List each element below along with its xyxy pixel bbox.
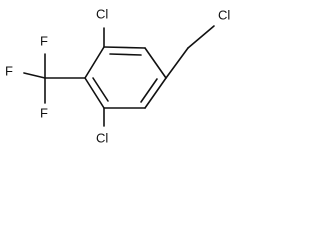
chemical-structure-diagram: Cl Cl Cl F F F <box>5 6 230 145</box>
chlorine-top-label: Cl <box>96 6 108 21</box>
cf3-left-fluorine-bond <box>23 72 46 79</box>
ring-bond-5 <box>84 77 105 109</box>
aromatic-inner-bond-2 <box>140 78 158 103</box>
fluorine-bottom-label: F <box>40 105 48 120</box>
fluorine-top-label: F <box>40 33 48 48</box>
chloromethyl-bond <box>165 47 189 79</box>
aromatic-inner-bond-1 <box>109 53 142 56</box>
fluorine-left-label: F <box>5 63 13 78</box>
chlorine-side-label: Cl <box>218 7 230 22</box>
structure-canvas: Cl Cl Cl F F F <box>0 0 238 156</box>
chlorine-bottom-label: Cl <box>96 130 108 145</box>
ring-bond-3 <box>144 77 167 109</box>
ring-bond-2 <box>144 47 167 79</box>
ring-bond-6 <box>84 46 105 79</box>
ring-bond-1 <box>103 46 146 49</box>
chloromethyl-chlorine-bond <box>187 25 215 49</box>
aromatic-inner-bond-3 <box>92 77 109 102</box>
